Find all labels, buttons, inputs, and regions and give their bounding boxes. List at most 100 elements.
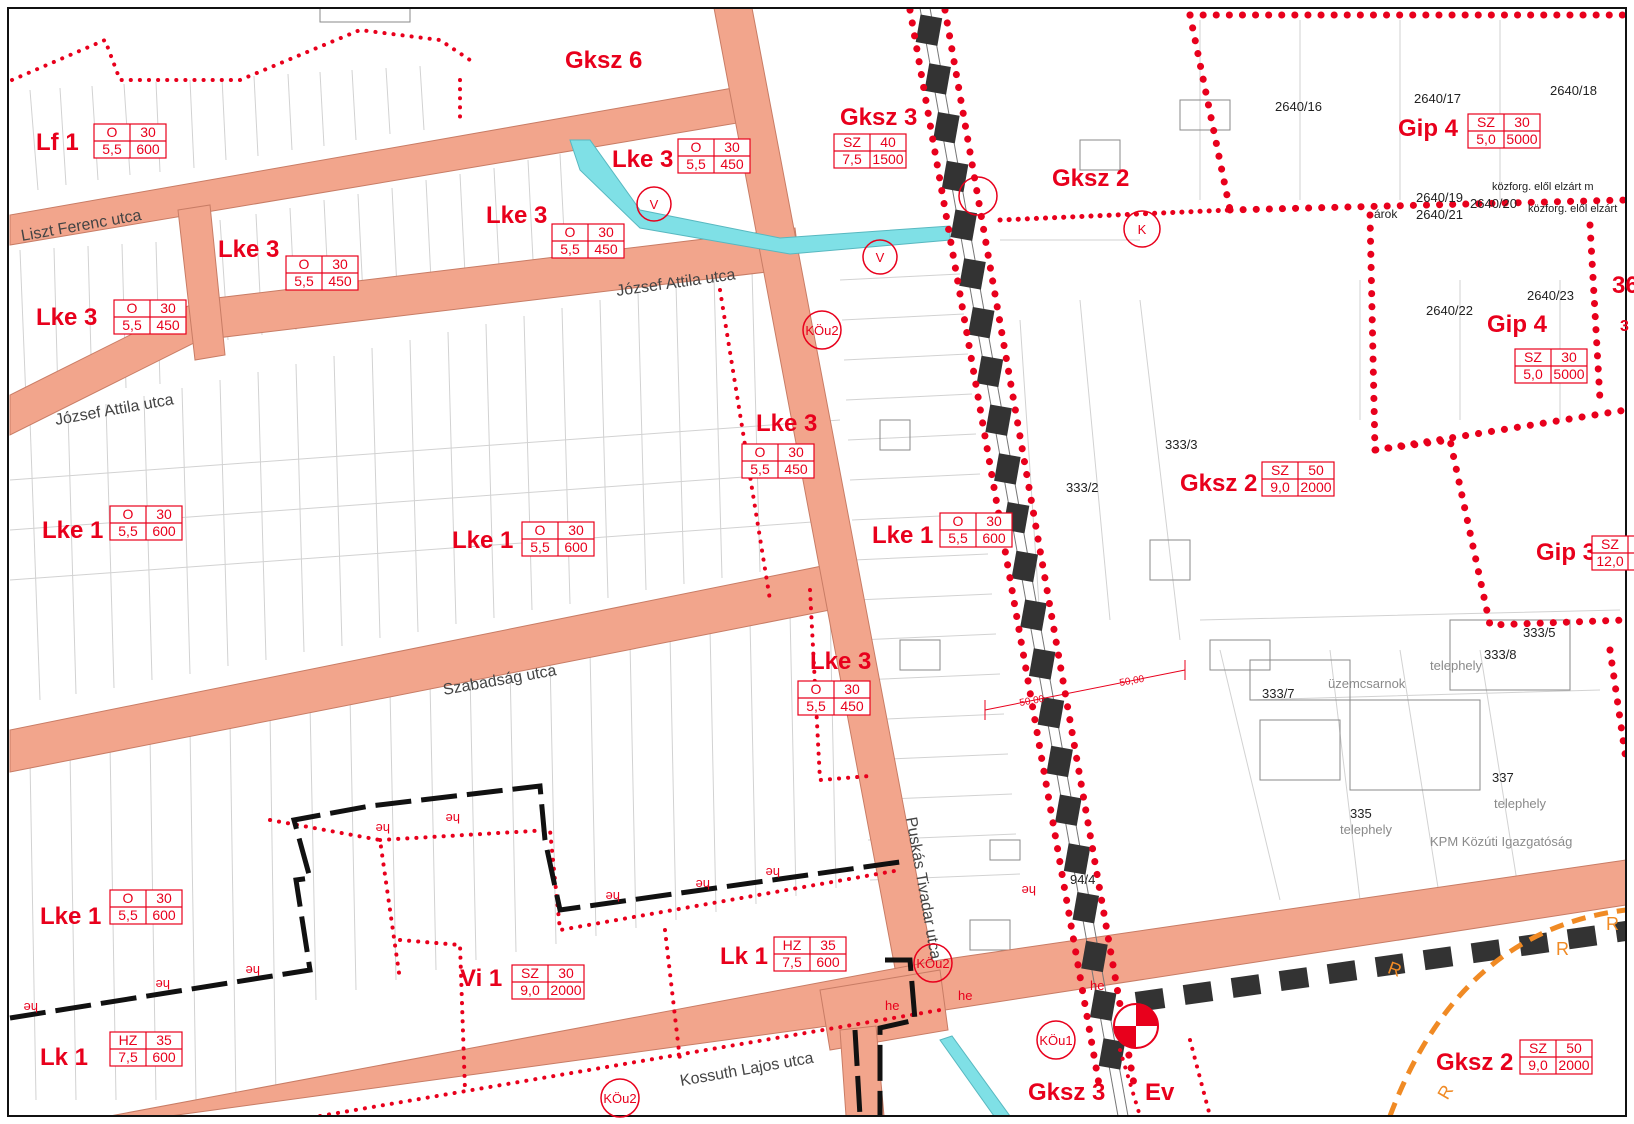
- regulation-value: HZ: [783, 937, 802, 953]
- he-label: he: [766, 865, 780, 880]
- zone-code-label: Gip 3: [1536, 539, 1596, 566]
- regulation-value: SZ: [1524, 349, 1542, 365]
- regulation-value: 30: [598, 224, 614, 240]
- regulation-value: 5,5: [948, 530, 968, 546]
- parcel-335: 335: [1350, 806, 1372, 821]
- road-letter-r: R: [1556, 939, 1569, 959]
- note-telephely-3: telephely: [1494, 796, 1547, 811]
- marker-k1: K: [1123, 210, 1161, 248]
- marker-kou2a: KÖu2: [802, 310, 842, 350]
- zone-gksz3b: Gksz 3: [1028, 1079, 1105, 1106]
- regulation-value: 5,5: [102, 141, 122, 157]
- regulation-value: 5,5: [118, 523, 138, 539]
- regulation-value: O: [691, 139, 702, 155]
- parcel-2640-16: 2640/16: [1275, 99, 1322, 114]
- orange-planned-road: [1387, 907, 1626, 1116]
- rail-block: [1072, 891, 1100, 924]
- parcel-333-3: 333/3: [1165, 437, 1198, 452]
- regulation-value: 2000: [1558, 1057, 1589, 1073]
- regulation-value: 600: [816, 954, 840, 970]
- junction-marker: [1113, 1003, 1159, 1049]
- regulation-value: O: [299, 256, 310, 272]
- zone-code-label: Lke 1: [872, 522, 933, 549]
- he-label: he: [885, 998, 899, 1013]
- rail-block: [1098, 1038, 1126, 1070]
- rail-block: [941, 160, 969, 193]
- road-block: [1470, 939, 1502, 964]
- rail-block: [933, 111, 960, 144]
- road-block: [1374, 953, 1406, 978]
- road-lower-left: [839, 1025, 885, 1116]
- regulation-value: SZ: [521, 965, 539, 981]
- regulation-value: 30: [156, 890, 172, 906]
- zone-code-label: Gip 4: [1487, 311, 1548, 338]
- parcel-333-5: 333/5: [1523, 625, 1556, 640]
- regulation-value: 5,0: [1476, 131, 1496, 147]
- regulation-value: O: [123, 890, 134, 906]
- zone-ev: Ev: [1145, 1079, 1175, 1106]
- he-labels: he he he he he he he he he he he he: [24, 811, 1105, 1015]
- regulation-value: 30: [724, 139, 740, 155]
- parcel-2640-20: 2640/20: [1470, 196, 1517, 211]
- zone-code-label: Lke 3: [756, 410, 817, 437]
- zone-code-label: 36: [1612, 272, 1634, 299]
- zone-code-label: Gksz 6: [565, 47, 642, 74]
- rail-block: [1089, 989, 1117, 1021]
- rail-block: [1028, 648, 1056, 680]
- regulation-value: 5,5: [122, 317, 142, 333]
- regulation-value: 2000: [550, 982, 581, 998]
- regulation-value: SZ: [1601, 536, 1619, 552]
- regulation-value: O: [535, 522, 546, 538]
- regulation-value: HZ: [119, 1032, 138, 1048]
- regulation-value: 600: [136, 141, 160, 157]
- regulation-value: 5,5: [806, 698, 826, 714]
- regulation-value: 450: [720, 156, 744, 172]
- he-label: he: [376, 821, 390, 836]
- zone-code-label: Vi 1: [460, 965, 502, 992]
- regulation-value: O: [755, 444, 766, 460]
- protected-lines: [9, 783, 918, 1116]
- he-label: he: [156, 977, 170, 992]
- regulation-value: 5000: [1506, 131, 1537, 147]
- regulation-value: 50: [1308, 462, 1324, 478]
- svg-text:KÖu1: KÖu1: [1039, 1033, 1072, 1048]
- regulation-value: 30: [844, 681, 860, 697]
- parcel-94-4: 94/4: [1070, 872, 1095, 887]
- parcel-labels: 2640/16 2640/17 2640/18 2640/19 2640/20 …: [1019, 83, 1629, 887]
- regulation-value: 50: [1566, 1040, 1582, 1056]
- rail-block: [959, 258, 986, 290]
- regulation-value: 600: [152, 907, 176, 923]
- regulation-value: 5,0: [1523, 366, 1543, 382]
- regulation-value: 1500: [872, 151, 903, 167]
- parcel-2640-17: 2640/17: [1414, 91, 1461, 106]
- measurement-lines: [984, 660, 1186, 720]
- railway-line: [915, 8, 1129, 1116]
- regulation-value: 35: [820, 937, 836, 953]
- regulation-value: 5,5: [560, 241, 580, 257]
- parcel-2640-21: 2640/21: [1416, 207, 1463, 222]
- rail-block: [1011, 550, 1039, 583]
- regulation-value: 450: [784, 461, 808, 477]
- rail-block: [1081, 940, 1108, 973]
- regulation-value: 9,0: [1270, 479, 1290, 495]
- svg-text:KÖu2: KÖu2: [805, 323, 838, 338]
- regulation-value: 9,0: [520, 982, 540, 998]
- he-label: he: [446, 811, 460, 826]
- regulation-value: 600: [152, 1049, 176, 1065]
- road-letter-r: R: [1385, 958, 1404, 981]
- zone-frag36: 36: [1612, 272, 1634, 299]
- zone-code-label: Ev: [1145, 1079, 1175, 1106]
- regulation-value: 30: [1514, 114, 1530, 130]
